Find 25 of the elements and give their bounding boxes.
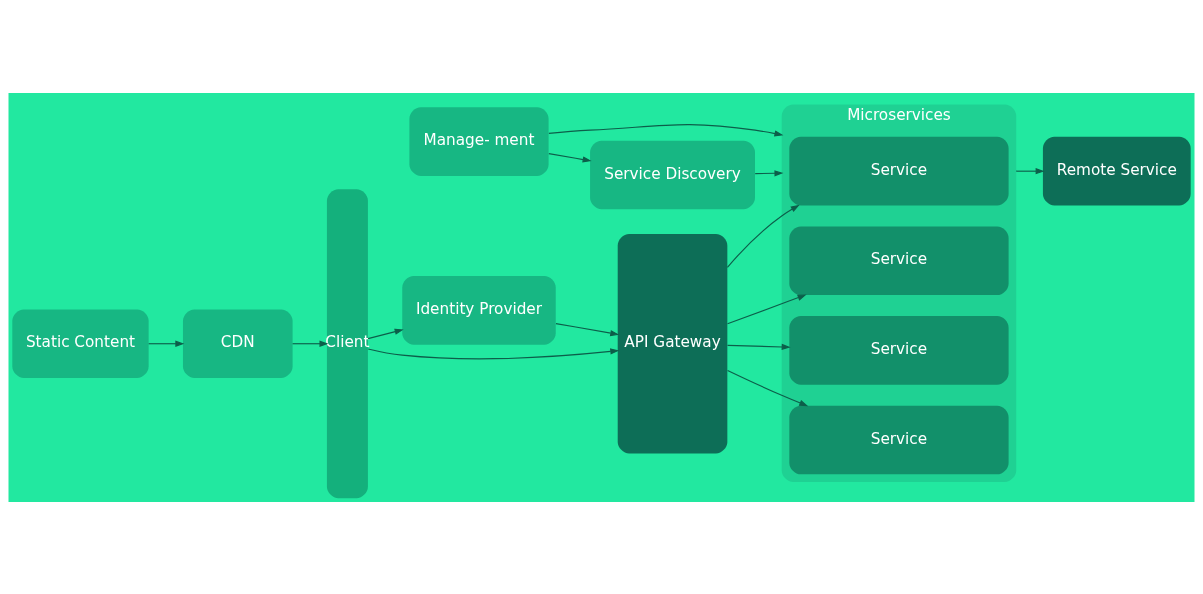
node-box: Identity Provider bbox=[402, 275, 556, 345]
arrow bbox=[1015, 167, 1045, 174]
node-box: Service Discovery bbox=[590, 140, 755, 209]
arrow bbox=[754, 169, 784, 176]
node-box: CDN bbox=[182, 308, 293, 378]
arrow bbox=[726, 343, 791, 350]
arrow bbox=[726, 294, 807, 324]
arrow bbox=[292, 340, 329, 347]
arrow bbox=[548, 123, 784, 137]
arrow bbox=[726, 204, 800, 268]
node-box: Static Content bbox=[12, 308, 149, 378]
node-box: Service bbox=[789, 225, 1009, 295]
arrow bbox=[367, 347, 620, 359]
arrow bbox=[548, 152, 592, 163]
node-box: Service bbox=[789, 405, 1009, 474]
node-box: Service bbox=[789, 136, 1009, 205]
arrow bbox=[367, 328, 404, 339]
node-box: Manage- ment bbox=[409, 106, 549, 176]
node-box: API Gateway bbox=[617, 233, 728, 453]
arrow bbox=[727, 369, 809, 406]
arrow bbox=[555, 322, 620, 336]
arrow bbox=[148, 340, 185, 347]
node-box: Client bbox=[326, 188, 368, 498]
node-box: Remote Service bbox=[1042, 136, 1191, 205]
node-box: Service bbox=[789, 315, 1009, 385]
